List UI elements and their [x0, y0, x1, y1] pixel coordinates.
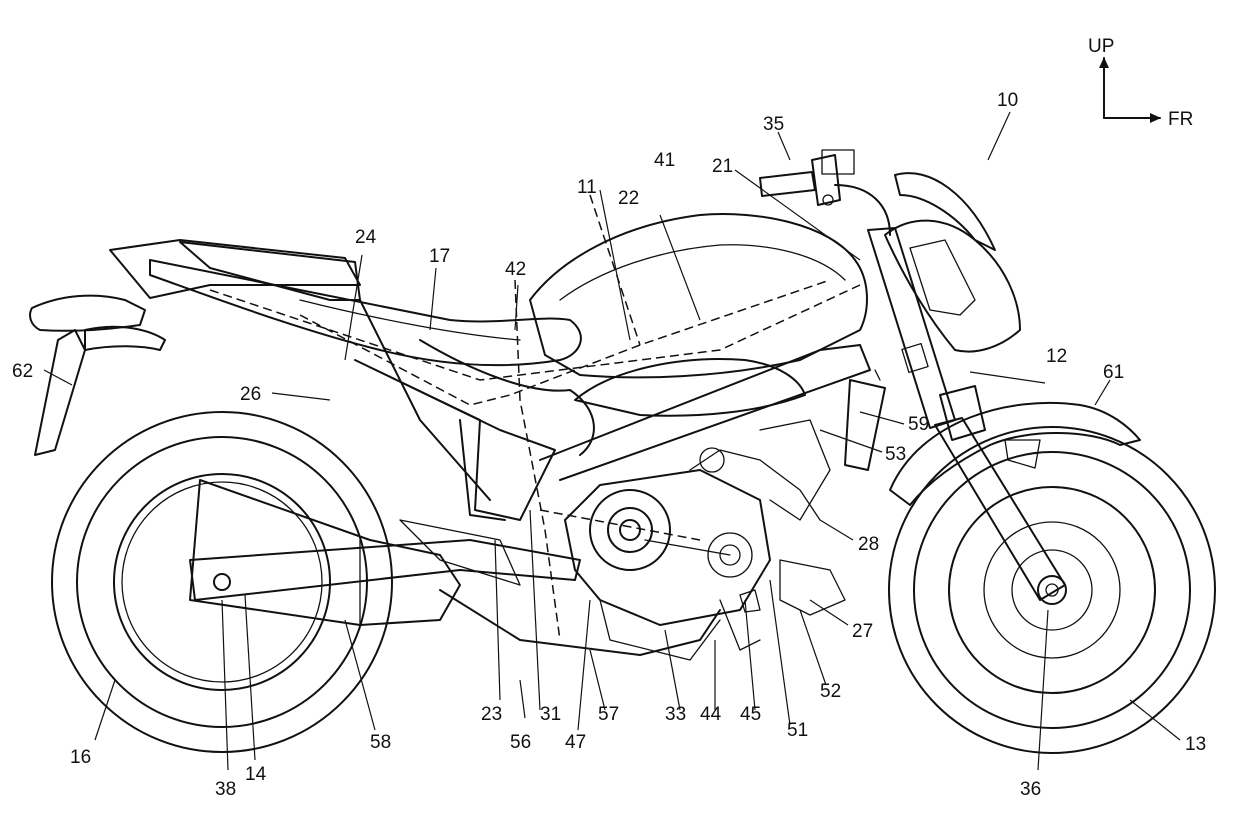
ref-51: 51 [787, 720, 808, 741]
dashed-frame [209, 194, 861, 641]
ref-35: 35 [763, 114, 784, 135]
up-label: UP [1088, 36, 1114, 57]
ref-27: 27 [852, 621, 873, 642]
swingarm [189, 539, 581, 601]
ref-14: 14 [245, 764, 267, 785]
headlight-cowl [884, 219, 1021, 353]
ref-44: 44 [700, 704, 722, 725]
ref-52: 52 [820, 681, 841, 702]
reference-numerals: 10 11 12 13 14 16 17 21 22 23 24 26 27 2… [12, 90, 1206, 800]
seat [149, 259, 582, 367]
orientation-indicator: UP FR [1088, 36, 1193, 130]
front-fender [889, 401, 1141, 506]
handlebar [759, 149, 891, 236]
ref-61: 61 [1103, 362, 1124, 383]
ref-38: 38 [215, 779, 236, 800]
front-shock-unit [844, 379, 886, 471]
engine-unit [564, 419, 846, 661]
leader-lines [43, 111, 1181, 771]
ref-26: 26 [240, 384, 261, 405]
fuel-tank [529, 213, 868, 379]
ref-28: 28 [858, 534, 879, 555]
ref-56: 56 [510, 732, 531, 753]
ref-53: 53 [885, 444, 906, 465]
ref-12: 12 [1046, 346, 1067, 367]
ref-10: 10 [997, 90, 1018, 111]
ref-42: 42 [505, 259, 526, 280]
front-label: FR [1168, 109, 1193, 130]
front-wheel [888, 426, 1216, 754]
rear-tail [29, 294, 146, 332]
ref-13: 13 [1185, 734, 1206, 755]
ref-58: 58 [370, 732, 391, 753]
ref-22: 22 [618, 188, 639, 209]
ref-17: 17 [429, 246, 450, 267]
ref-41: 41 [654, 150, 675, 171]
rear-fender [34, 329, 86, 456]
ref-24: 24 [355, 227, 377, 248]
ref-47: 47 [565, 732, 586, 753]
ref-16: 16 [70, 747, 91, 768]
muffler [189, 479, 461, 626]
ref-31: 31 [540, 704, 561, 725]
ref-59: 59 [908, 414, 929, 435]
ref-33: 33 [665, 704, 686, 725]
ref-57: 57 [598, 704, 619, 725]
ref-21: 21 [712, 156, 733, 177]
rear-wheel [51, 411, 393, 753]
ref-23: 23 [481, 704, 502, 725]
ref-62: 62 [12, 361, 33, 382]
ref-45: 45 [740, 704, 761, 725]
front-fork [867, 227, 1066, 601]
ref-11: 11 [577, 177, 597, 198]
ref-36: 36 [1020, 779, 1041, 800]
